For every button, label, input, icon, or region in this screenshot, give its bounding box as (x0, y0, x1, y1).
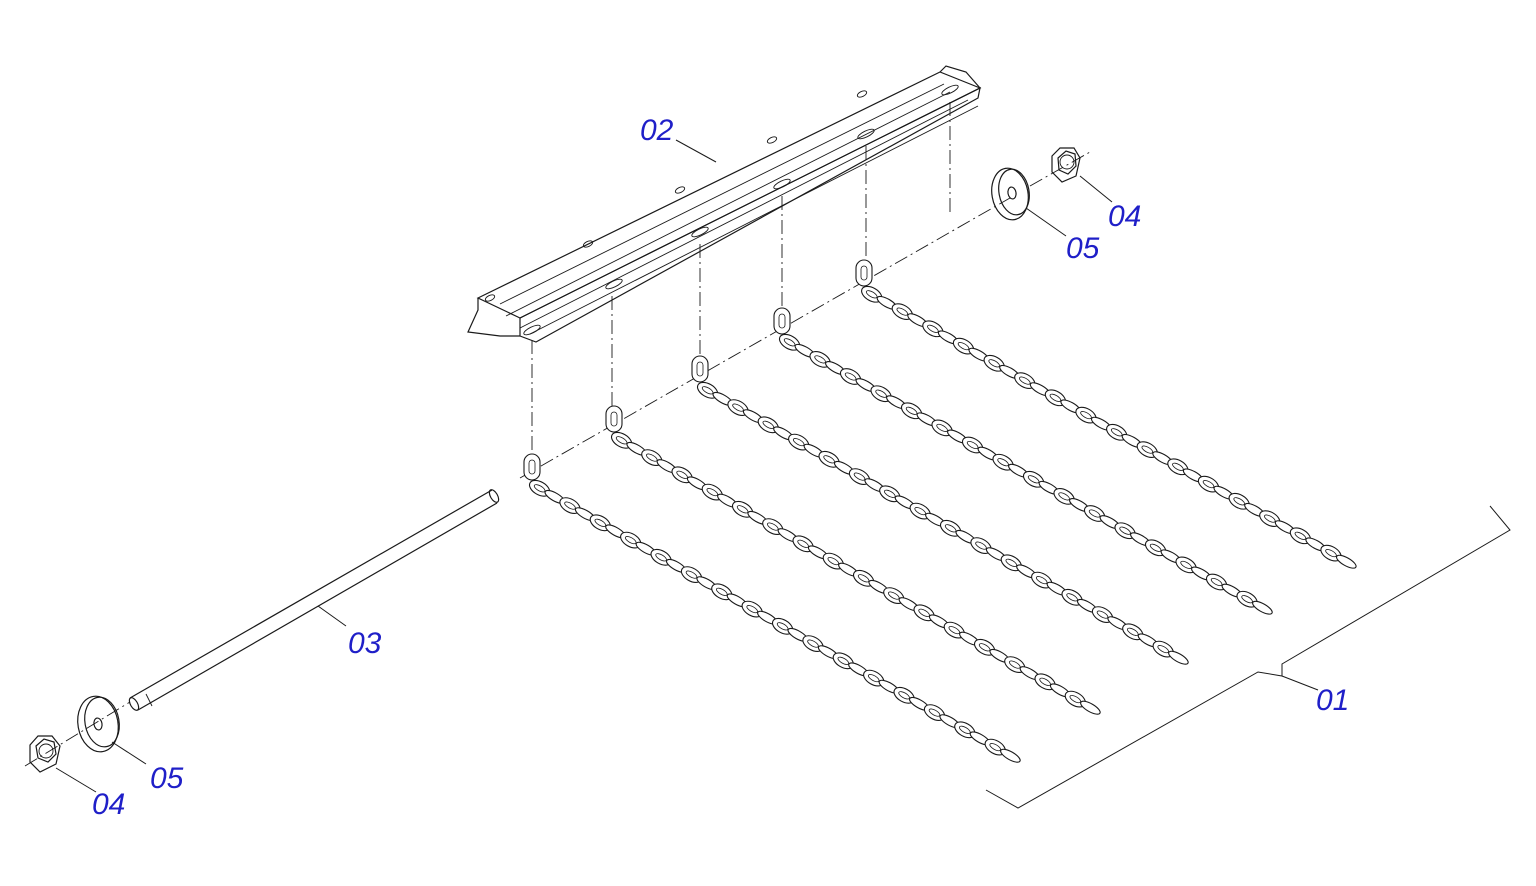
chain-top-link (605, 405, 623, 433)
leader-lines (55, 139, 1319, 793)
chain-link-inner (814, 355, 826, 364)
chain-top-link (773, 307, 791, 335)
chain-top-link-inner (610, 411, 618, 427)
chain-4 (773, 307, 1273, 615)
chain-link (1080, 700, 1101, 715)
chain-top-link-inner (860, 265, 868, 281)
label-04-right: 04 (1108, 200, 1141, 233)
chain-assembly (523, 259, 1357, 763)
mounting-bracket (467, 65, 982, 343)
chain-link-inner (1180, 560, 1192, 569)
chain-link-inner (1325, 549, 1337, 558)
label-02: 02 (640, 114, 674, 147)
chain-link-inner (957, 342, 970, 351)
label-05-left: 05 (150, 762, 184, 795)
chain-link-inner (936, 423, 948, 432)
chain-link (1168, 650, 1189, 665)
nut-right (1051, 147, 1081, 183)
chain-top-link (523, 453, 541, 481)
chain-link-inner (1110, 428, 1123, 437)
chain-link-inner (1264, 514, 1276, 523)
chain-top-link-inner (696, 361, 704, 377)
chain-top-link (691, 355, 709, 383)
chain-link-inner (1019, 376, 1031, 385)
chain-link-inner (896, 307, 909, 316)
chain-link-inner (1088, 509, 1101, 518)
washer-right (991, 167, 1030, 221)
chain-link-inner (1294, 531, 1307, 540)
chain-1 (523, 453, 1021, 763)
label-03: 03 (348, 627, 382, 660)
part-labels: 01 02 03 04 05 05 04 (92, 114, 1349, 821)
washer-left (77, 695, 120, 753)
chain-link (1000, 748, 1021, 763)
chain-link-inner (865, 290, 878, 299)
chain-link-inner (988, 359, 1000, 368)
chain-link-inner (1210, 577, 1223, 587)
chain-link-inner (927, 324, 939, 333)
chain-2 (605, 405, 1101, 715)
chain-top-link-inner (778, 313, 786, 329)
chain-link-inner (966, 440, 979, 450)
chain-3 (691, 355, 1189, 665)
chain-link (1335, 554, 1357, 569)
rod (128, 489, 500, 711)
chain-top-link-inner (528, 459, 536, 475)
chain-link-inner (844, 372, 857, 381)
chain-link-inner (1172, 462, 1184, 471)
chain-link-inner (1080, 411, 1092, 420)
chain-link-inner (1233, 497, 1245, 506)
chain-top-link (855, 259, 873, 287)
chain-link-inner (1141, 445, 1154, 454)
chain-link (1252, 600, 1273, 615)
nut-left (29, 735, 61, 773)
chain-link-inner (1058, 492, 1070, 501)
assembly-bracket (985, 505, 1511, 809)
bracket-holes (484, 84, 959, 336)
alignment-lines (24, 102, 1091, 767)
label-05-right: 05 (1066, 232, 1100, 265)
label-01: 01 (1316, 684, 1349, 717)
chain-5 (855, 259, 1357, 569)
chain-link-inner (1049, 393, 1062, 402)
chain-link-inner (1202, 480, 1215, 489)
label-04-left: 04 (92, 788, 125, 821)
